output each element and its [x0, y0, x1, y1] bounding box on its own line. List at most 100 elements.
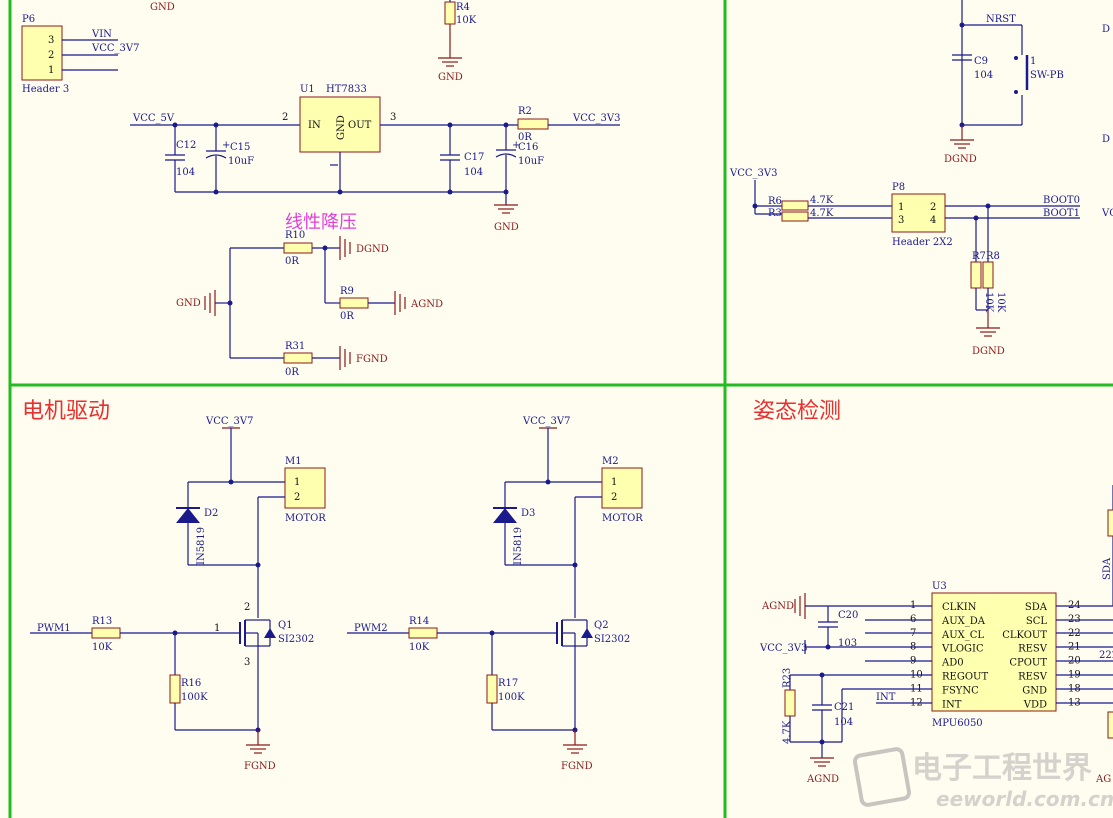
svg-text:2: 2 — [244, 602, 250, 613]
svg-text:VCC_3V3: VCC_3V3 — [729, 168, 777, 179]
svg-text:3: 3 — [390, 112, 396, 123]
svg-text:U1: U1 — [300, 84, 315, 95]
svg-text:VCC_3V7: VCC_3V7 — [522, 416, 570, 427]
svg-text:R3: R3 — [768, 208, 782, 219]
svg-text:AGND: AGND — [761, 601, 794, 612]
svg-text:eeworld.com.cn: eeworld.com.cn — [936, 787, 1113, 811]
u3-signal-left: FSYNC — [942, 685, 979, 696]
svg-text:VCC_3V7: VCC_3V7 — [205, 416, 253, 427]
svg-text:R2: R2 — [518, 106, 532, 117]
svg-text:R9: R9 — [340, 286, 354, 297]
svg-text:INT: INT — [876, 692, 896, 703]
svg-text:IN5819: IN5819 — [513, 527, 524, 565]
svg-text:10K: 10K — [92, 642, 113, 653]
svg-text:D2: D2 — [204, 508, 218, 519]
svg-text:D: D — [1102, 24, 1110, 35]
svg-text:100K: 100K — [181, 692, 208, 703]
u3-signal-right: CPOUT — [1009, 658, 1047, 669]
u3-signal-left: AD0 — [941, 658, 964, 669]
u3-signal-left: AUX_CL — [941, 630, 984, 641]
svg-text:222: 222 — [1099, 650, 1113, 661]
svg-text:10K: 10K — [995, 292, 1006, 313]
svg-text:104: 104 — [464, 167, 483, 178]
svg-text:10uF: 10uF — [518, 156, 544, 167]
boot-circuit: VCC_3V3 R6 R3 4.7K 4.7K P8 1 2 3 4 Heade… — [729, 168, 1113, 357]
svg-text:FGND: FGND — [356, 354, 388, 365]
svg-text:VC: VC — [1101, 208, 1113, 219]
svg-text:Header 2X2: Header 2X2 — [892, 237, 953, 248]
svg-text:3: 3 — [48, 35, 54, 46]
svg-text:Q2: Q2 — [594, 620, 609, 631]
svg-text:GND: GND — [336, 115, 347, 140]
motor-driver-1: VCC_3V7 M1 1 2 MOTOR D2 IN5819 2 1 3 — [30, 416, 326, 772]
svg-text:BOOT0: BOOT0 — [1043, 195, 1080, 206]
svg-text:VCC_3V3: VCC_3V3 — [572, 113, 620, 124]
svg-text:VCC_3V3: VCC_3V3 — [759, 643, 807, 654]
svg-text:AGND: AGND — [806, 774, 839, 785]
svg-text:3: 3 — [244, 657, 250, 668]
svg-text:1: 1 — [1030, 56, 1036, 67]
svg-text:0R: 0R — [285, 256, 299, 267]
svg-text:1: 1 — [611, 477, 617, 488]
svg-text:AGND: AGND — [410, 299, 443, 310]
svg-text:SI2302: SI2302 — [278, 634, 314, 645]
svg-text:R13: R13 — [92, 616, 112, 627]
u3-signal-left: REGOUT — [942, 672, 988, 683]
reset-circuit: NRST C9 104 1 SW-PB DGND D D — [944, 0, 1110, 165]
svg-text:IN: IN — [308, 120, 321, 131]
svg-text:P8: P8 — [892, 182, 905, 193]
svg-text:D: D — [1102, 134, 1110, 145]
header-p6: GND P6 3 2 1 VIN VCC_3V7 Header 3 — [21, 2, 175, 95]
svg-text:OUT: OUT — [348, 120, 372, 131]
svg-text:VIN: VIN — [91, 29, 112, 40]
u3-signal-left: VLOGIC — [941, 644, 984, 655]
svg-text:PWM1: PWM1 — [37, 623, 71, 634]
svg-text:SW-PB: SW-PB — [1030, 70, 1064, 81]
svg-text:MOTOR: MOTOR — [602, 513, 643, 524]
svg-text:2: 2 — [48, 50, 54, 61]
svg-text:GND: GND — [494, 222, 519, 233]
gnd-label-top: GND — [150, 2, 175, 13]
section-title-motor: 电机驱动 — [22, 399, 110, 424]
svg-text:VCC_5V: VCC_5V — [132, 113, 175, 124]
svg-text:104: 104 — [834, 717, 853, 728]
svg-text:10uF: 10uF — [228, 156, 254, 167]
svg-text:DGND: DGND — [356, 244, 389, 255]
svg-text:+: + — [512, 140, 520, 151]
svg-text:+: + — [222, 140, 230, 151]
svg-text:AG: AG — [1095, 774, 1111, 785]
svg-text:R17: R17 — [498, 678, 518, 689]
svg-text:HT7833: HT7833 — [326, 84, 367, 95]
u3-signal-right: RESV — [1018, 644, 1048, 655]
svg-text:C20: C20 — [838, 610, 858, 621]
svg-text:R10: R10 — [285, 230, 305, 241]
svg-text:2: 2 — [294, 492, 300, 503]
svg-text:DGND: DGND — [944, 154, 977, 165]
svg-text:R7: R7 — [972, 251, 986, 262]
svg-text:4.7K: 4.7K — [810, 208, 834, 219]
svg-text:104: 104 — [974, 70, 993, 81]
svg-text:1: 1 — [214, 623, 220, 634]
svg-text:P6: P6 — [22, 14, 35, 25]
svg-text:2: 2 — [930, 202, 936, 213]
svg-text:VCC_3V7: VCC_3V7 — [91, 43, 139, 54]
svg-text:GND: GND — [438, 72, 463, 83]
motor-driver-2: VCC_3V7 M2 1 2 MOTOR D3 IN5819 Q2 SI2302… — [347, 416, 643, 772]
svg-text:R6: R6 — [768, 196, 782, 207]
svg-text:R4: R4 — [456, 2, 470, 13]
svg-text:BOOT1: BOOT1 — [1043, 208, 1080, 219]
svg-text:3: 3 — [898, 215, 904, 226]
svg-text:103: 103 — [838, 638, 857, 649]
section-title-linear: 线性降压 — [285, 212, 357, 233]
svg-text:SDA: SDA — [1102, 557, 1113, 580]
svg-text:MPU6050: MPU6050 — [932, 718, 983, 729]
svg-text:1: 1 — [294, 477, 300, 488]
svg-text:R8: R8 — [986, 251, 1000, 262]
svg-text:2: 2 — [611, 492, 617, 503]
u3-signal-left: CLKIN — [942, 602, 977, 613]
u3-signal-right: SDA — [1025, 602, 1048, 613]
svg-text:C16: C16 — [518, 142, 538, 153]
mpu6050-u3: U3 MPU6050 CLKIN1AUX_DA6AUX_CL7VLOGIC8AD… — [759, 485, 1113, 785]
svg-text:4.7K: 4.7K — [810, 195, 834, 206]
